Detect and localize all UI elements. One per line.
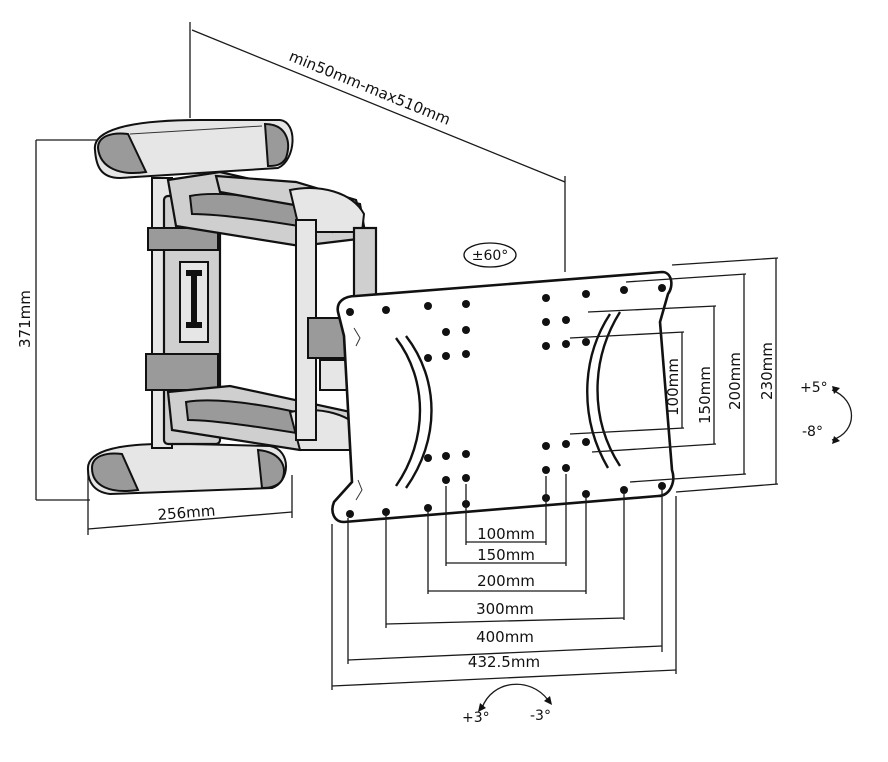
rotation-indicator: +3° -3° (462, 683, 552, 726)
vesa-plate (331, 270, 675, 524)
depth-label: min50mm-max510mm (286, 47, 453, 129)
v-dim-230: 230mm (758, 342, 776, 400)
h-dim-100: 100mm (477, 525, 535, 543)
swivel-angle-badge: ±60° (463, 242, 517, 268)
mounting-holes (346, 284, 666, 518)
v-dim-150: 150mm (696, 366, 714, 424)
rotate-minus-label: -3° (530, 708, 551, 724)
v-dim-200: 200mm (726, 352, 744, 410)
wall-width-label: 256mm (157, 502, 216, 524)
height-dimension: 371mm (16, 139, 100, 501)
rotate-plus-label: +3° (462, 710, 490, 726)
tilt-up-label: +5° (800, 380, 828, 396)
h-dim-300: 300mm (476, 600, 534, 618)
swivel-angle-label: ±60° (472, 248, 509, 264)
wall-width-dimension: 256mm (87, 470, 293, 535)
horizontal-vesa-dimensions: 100mm 150mm 200mm 300mm 400mm 432.5mm (331, 474, 677, 690)
h-dim-150: 150mm (477, 546, 535, 564)
vertical-vesa-dimensions: 100mm 150mm 200mm 230mm (569, 257, 779, 493)
h-dim-400: 400mm (476, 628, 534, 646)
tilt-indicator: +5° -8° (800, 380, 853, 444)
tilt-down-label: -8° (802, 424, 823, 440)
h-dim-432-5: 432.5mm (468, 653, 540, 671)
wall-plate (86, 119, 294, 496)
h-dim-200: 200mm (477, 572, 535, 590)
v-dim-100: 100mm (664, 358, 682, 416)
height-label: 371mm (16, 290, 34, 348)
